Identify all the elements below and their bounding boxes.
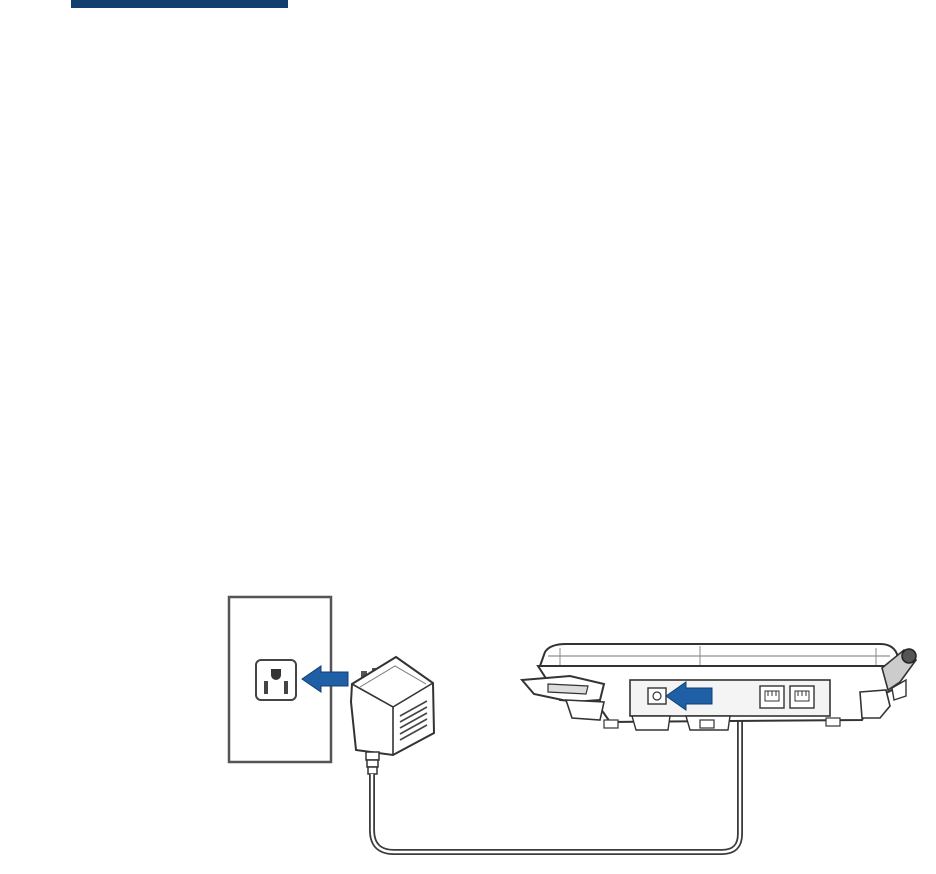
outlet-icon xyxy=(256,660,296,700)
adapter-icon xyxy=(351,657,434,774)
desk-phone-base xyxy=(522,644,916,730)
phone-base-icon xyxy=(522,644,916,730)
power-adapter xyxy=(351,657,434,774)
